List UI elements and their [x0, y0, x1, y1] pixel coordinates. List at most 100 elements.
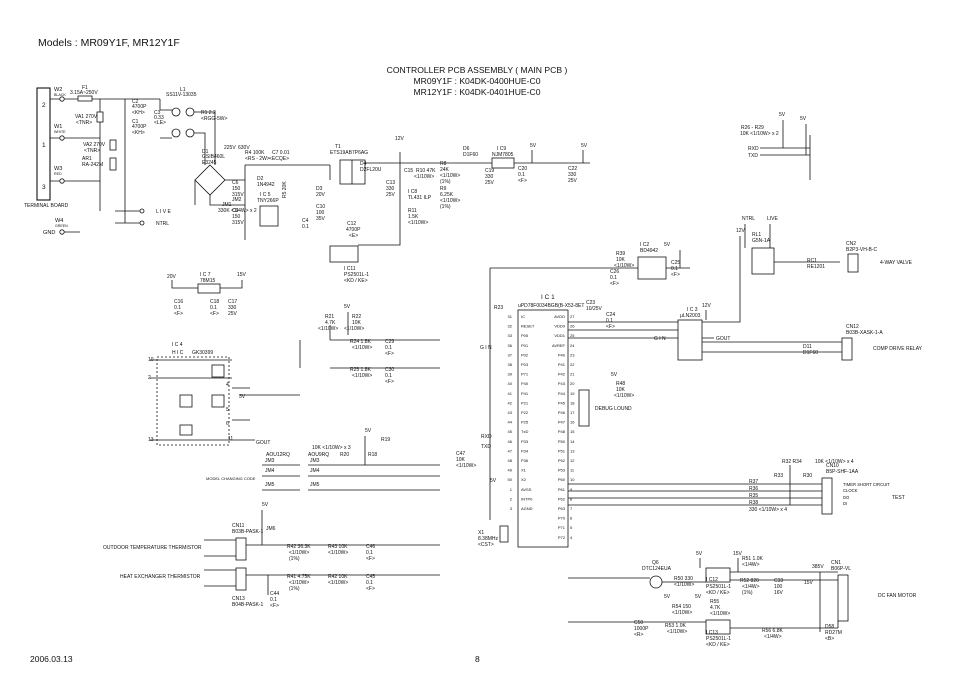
mcu-right-pin-number: 14 — [570, 439, 575, 444]
mcu-left-pin-name: IC — [521, 314, 525, 319]
cn1-label: CN1 — [831, 560, 841, 566]
jm3-label: JM3 — [265, 458, 275, 464]
ic13-label: I C13 — [706, 630, 718, 636]
jm6-label: JM6 — [266, 526, 276, 532]
c46-value: 0.1 — [366, 550, 373, 556]
mcu-right-pin-name: P46 — [558, 410, 566, 415]
r4-tag: <RS - 2W> — [245, 156, 270, 162]
ic2-value: BD4942 — [640, 248, 658, 254]
d6-label: D6 — [463, 146, 470, 152]
mcu-left-pin-name: X2 — [521, 477, 527, 482]
therm-5v: 5V — [262, 502, 269, 508]
mcu-right-pin-name: P60 — [558, 477, 566, 482]
mcu-right-pin-number: 11 — [570, 468, 575, 473]
jm1-label: JM1 — [222, 202, 232, 208]
c19-value: 330 — [485, 174, 494, 180]
right-ntrl: NTRL — [742, 216, 755, 222]
r25-tag: <1/10W> — [352, 373, 372, 379]
cn10-value: B5P-SHF-1AA — [826, 469, 859, 475]
r24-label: R24 1.8K — [350, 339, 372, 345]
r10-label: R10 47K — [416, 168, 436, 174]
schematic-subtitle-mr09: MR09Y1F : K04DK-0400HUE-C0 — [413, 76, 541, 86]
d1-value: GSIB460L — [202, 154, 225, 160]
mcu-left-pin-name: X1 — [521, 468, 527, 473]
d3-label: D3 — [316, 186, 323, 192]
mcu-right-pin-name: P43 — [558, 381, 566, 386]
mcu-right-pin-number: 4 — [570, 535, 573, 540]
mcu-left-pin-name: P21 — [521, 400, 529, 405]
fan-5v-c: 5V — [695, 594, 702, 600]
hic-pin-4: 4 — [226, 382, 229, 388]
c29-tag: <F> — [385, 351, 394, 357]
ic12-value: PS2501L-1 — [706, 584, 731, 590]
mcu-right-pin-name: P63 — [558, 506, 566, 511]
fan-385v: 385V — [812, 564, 824, 570]
cn2-label: CN2 — [846, 241, 856, 247]
c3-label: C3 — [154, 110, 161, 116]
ic11-label: I C11 — [344, 266, 356, 272]
mcu-right-pin-name: P53 — [558, 468, 566, 473]
jm5-label-b: JM5 — [310, 482, 320, 488]
rc1-label: RC1 — [807, 258, 817, 264]
ic3-gout: GOUT — [716, 336, 730, 342]
chip-ic2 — [637, 256, 667, 280]
c23-label: C23 — [586, 300, 595, 306]
r42-tolerance: (1%) — [289, 556, 300, 562]
r54-label: R54 150 — [672, 604, 691, 610]
mcu-right-pin-name: P44 — [558, 391, 566, 396]
timer-short-label: TIMER SHORT CIRCUIT — [843, 482, 890, 487]
rl1-label: RL1 — [752, 232, 761, 238]
d2-value: 1N4942 — [257, 182, 275, 188]
fan-15v: 15V — [733, 551, 743, 557]
mcu-left-pin-number: 46 — [508, 439, 513, 444]
terminal-w3: W3 — [54, 166, 62, 172]
terminal-pin-1: 1 — [42, 142, 46, 149]
mcu-left-pin-number: 37 — [508, 352, 513, 357]
mcu-left-pin-name: P33 — [521, 439, 529, 444]
mcu-right-pin-number: 27 — [570, 314, 575, 319]
crystal-x1 — [499, 525, 509, 543]
c50-value: 1000P — [634, 626, 649, 632]
c7-tag: <ECQE> — [269, 156, 289, 162]
test-label: TEST — [892, 495, 905, 501]
l1-value: SS11V-13035 — [166, 92, 197, 98]
r25-label: R25 1.8K — [350, 367, 372, 373]
r39-label: R39 — [616, 251, 625, 257]
ic7-15v: 15V — [237, 272, 247, 278]
optocoupler-ic11 — [329, 245, 359, 263]
hic-pin-13: 13 — [148, 437, 154, 443]
aou9rq-label: AOU9RQ — [308, 452, 329, 458]
mcu-right-pin-name: P47 — [558, 420, 566, 425]
r11-value: 1.5K — [408, 214, 419, 220]
right-section: 5V 5V R26 - R29 10K <1/10W> x 2 RXD TXD … — [489, 112, 923, 648]
hic-value: GK30399 — [192, 350, 213, 356]
ar1-label: AR1 — [82, 156, 92, 162]
mcu-left-pin-number: 40 — [508, 381, 513, 386]
terminal-gnd: GND — [43, 230, 55, 236]
rl1-value: G5N-1A — [752, 238, 771, 244]
mcu-right-pin-name: P41 — [558, 362, 566, 367]
mcu-left-pin-number: 38 — [508, 362, 513, 367]
c45-label: C45 — [366, 574, 375, 580]
jm4-label: JM4 — [265, 468, 275, 474]
r39-value: 10K — [616, 257, 626, 263]
c25-tag: <F> — [671, 272, 680, 278]
schematic-title: CONTROLLER PCB ASSEMBLY ( MAIN PCB ) — [386, 65, 568, 75]
mcu-right-pin-name: P72 — [558, 535, 566, 540]
r52-tag: <1/4W> — [742, 584, 760, 590]
ic1-label: I C 1 — [541, 294, 555, 301]
ic4-hic-section: I C 4 H I C GK30399 10 2 13 4 5 6 11 5V … — [148, 342, 270, 446]
ic2-5v: 5V — [664, 242, 671, 248]
r21-label: R21 — [325, 314, 334, 320]
ic4-label: I C 4 — [172, 342, 183, 348]
r48-value: 10K — [616, 387, 626, 393]
ic5-value: TNY266P — [257, 198, 279, 204]
r43-label: R43 10K — [328, 544, 348, 550]
c3-value: 0.33 — [154, 115, 164, 121]
r52-tolerance: (1%) — [742, 590, 753, 596]
mcu-right-pin-name: P52 — [558, 458, 566, 463]
mcu-left-pin-name: INTP0 — [521, 496, 533, 501]
mcu-left-pin-name: P22 — [521, 410, 529, 415]
r-10k3-label: 10K <1/10W> x 3 — [312, 445, 351, 451]
c20-tag: <F> — [518, 178, 527, 184]
